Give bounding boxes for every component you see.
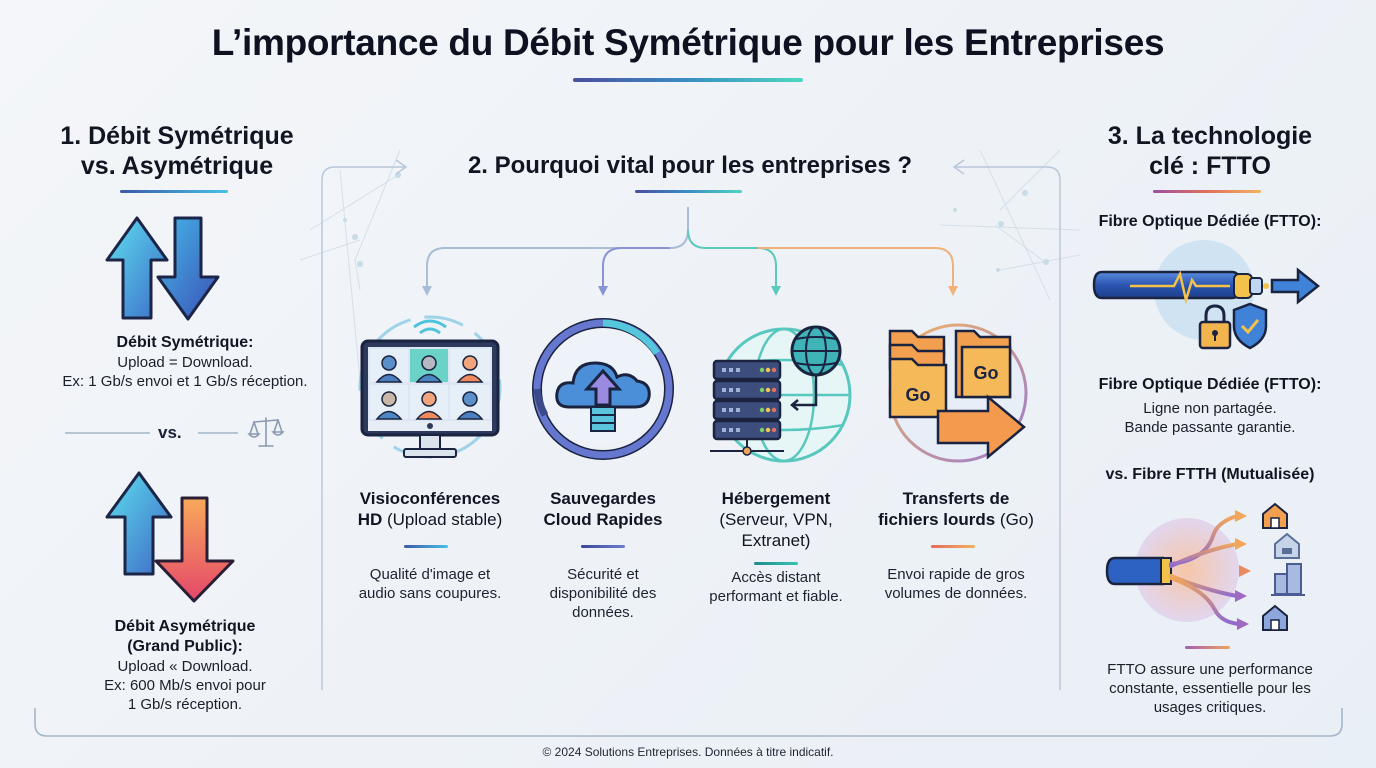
server-hosting-icon xyxy=(710,325,852,463)
asymmetric-arrows-icon xyxy=(105,471,235,603)
section2-underline xyxy=(635,190,742,193)
symmetric-line2: Ex: 1 Gb/s envoi et 1 Gb/s réception. xyxy=(62,373,308,390)
card-divider xyxy=(931,545,975,548)
card-title: Sauvegardes Cloud Rapides xyxy=(503,488,703,530)
conclusion-line1: FTTO assure une performance xyxy=(1107,661,1313,678)
card-title-bold2: HD xyxy=(357,510,383,529)
card-cloud-backup: Sauvegardes Cloud Rapides Sécurité et di… xyxy=(513,305,693,625)
conclusion-line3: usages critiques. xyxy=(1153,699,1267,716)
card-title-line2: Cloud Rapides xyxy=(543,510,663,529)
shared-fiber-icon xyxy=(1105,502,1305,631)
folder-label: Go xyxy=(906,385,931,405)
symmetric-description: Débit Symétrique: Upload = Download. Ex:… xyxy=(40,333,330,391)
title-underline xyxy=(573,78,803,82)
asymmetric-label-line2: (Grand Public): xyxy=(127,638,243,655)
section3-underline xyxy=(1153,190,1261,193)
card-desc-line2: disponibilité des xyxy=(549,585,657,602)
conclusion-line2: constante, essentielle pour les xyxy=(1109,680,1311,697)
ftto-heading: Fibre Optique Dédiée (FTTO): xyxy=(1098,376,1322,393)
section3-title-line1: 3. La technologie xyxy=(1107,122,1313,150)
card-description: Accès distant performant et fiable. xyxy=(676,568,876,606)
branch-connectors xyxy=(422,207,958,296)
card-title-bold: Transferts de xyxy=(902,489,1010,508)
ftto-description: Fibre Optique Dédiée (FTTO): Ligne non p… xyxy=(1060,375,1360,437)
cloud-backup-icon xyxy=(532,318,674,460)
card-title-normal: (Upload stable) xyxy=(382,510,503,529)
card-description: Qualité d'image et audio sans coupures. xyxy=(330,565,530,603)
card-videoconference: Visioconférences HD (Upload stable) Qual… xyxy=(340,305,520,605)
balance-scale-icon xyxy=(247,417,285,447)
card-title-normal: (Go) xyxy=(995,510,1034,529)
card-title-bold2: fichiers lourds xyxy=(878,510,996,529)
card-title-bold: Visioconférences xyxy=(359,489,501,508)
card-title-line1: Sauvegardes xyxy=(550,489,656,508)
ftto-conclusion: FTTO assure une performance constante, e… xyxy=(1060,660,1360,717)
card-description: Sécurité et disponibilité des données. xyxy=(503,565,703,622)
asymmetric-description: Débit Asymétrique (Grand Public): Upload… xyxy=(40,617,330,714)
card-title: Visioconférences HD (Upload stable) xyxy=(330,488,530,530)
card-title: Hébergement (Serveur, VPN, Extranet) xyxy=(676,488,876,551)
ftto-heading-top: Fibre Optique Dédiée (FTTO): xyxy=(1098,213,1322,230)
card-desc-line1: Sécurité et xyxy=(567,566,639,583)
section1-title-line2: vs. Asymétrique xyxy=(80,152,274,180)
vs-divider-left xyxy=(65,432,150,434)
dedicated-fiber-icon xyxy=(1092,240,1321,350)
card-divider xyxy=(581,545,625,548)
conclusion-divider xyxy=(1185,646,1230,649)
section1-title-line1: 1. Débit Symétrique xyxy=(60,122,294,150)
card-desc-line2: volumes de données. xyxy=(884,585,1028,602)
card-title: Transferts de fichiers lourds (Go) xyxy=(856,488,1056,530)
card-desc-line1: Envoi rapide de gros xyxy=(887,566,1025,583)
card-divider xyxy=(754,562,798,565)
symmetric-line1: Upload = Download. xyxy=(117,354,253,371)
vs-label: vs. xyxy=(158,423,182,442)
card-desc-line1: Qualité d'image et xyxy=(369,566,491,583)
file-transfer-icon: Go Go xyxy=(888,323,1028,463)
card-desc-line1: Accès distant xyxy=(731,569,821,586)
folder-label-2: Go xyxy=(974,363,999,383)
card-desc-line2: performant et fiable. xyxy=(709,588,843,605)
card-hosting: Hébergement (Serveur, VPN, Extranet) Acc… xyxy=(686,305,866,625)
vs-divider-right xyxy=(198,432,238,434)
card-title-bold: Hébergement xyxy=(721,489,831,508)
section1-title: 1. Débit Symétrique vs. Asymétrique xyxy=(20,121,334,181)
footer-copyright: © 2024 Solutions Entreprises. Données à … xyxy=(542,745,834,759)
card-desc-line2: audio sans coupures. xyxy=(358,585,502,602)
symmetric-label: Débit Symétrique: xyxy=(116,334,254,351)
card-title-normal2: Extranet) xyxy=(741,531,811,550)
card-title-normal1: (Serveur, VPN, xyxy=(719,510,833,529)
asymmetric-label-line1: Débit Asymétrique xyxy=(114,618,256,635)
asymmetric-line1: Upload « Download. xyxy=(117,658,253,675)
card-divider xyxy=(404,545,448,548)
video-conference-icon xyxy=(358,315,502,459)
page-title: L’importance du Débit Symétrique pour le… xyxy=(211,22,1165,63)
section3-title: 3. La technologie clé : FTTO xyxy=(1060,121,1360,181)
symmetric-arrows-icon xyxy=(105,216,220,321)
card-description: Envoi rapide de gros volumes de données. xyxy=(856,565,1056,603)
ftto-line2: Bande passante garantie. xyxy=(1124,419,1296,436)
ftto-line1: Ligne non partagée. xyxy=(1143,400,1277,417)
ftth-heading: vs. Fibre FTTH (Mutualisée) xyxy=(1105,466,1315,483)
section3-title-line2: clé : FTTO xyxy=(1149,152,1271,180)
section2-title: 2. Pourquoi vital pour les entreprises ? xyxy=(467,152,913,179)
asymmetric-line2: Ex: 600 Mb/s envoi pour xyxy=(104,677,266,694)
asymmetric-line3: 1 Gb/s réception. xyxy=(127,696,243,713)
card-desc-line3: données. xyxy=(572,604,634,621)
section1-underline xyxy=(120,190,228,193)
card-file-transfer: Go Go Transferts de fichiers lourds (Go)… xyxy=(866,305,1046,625)
